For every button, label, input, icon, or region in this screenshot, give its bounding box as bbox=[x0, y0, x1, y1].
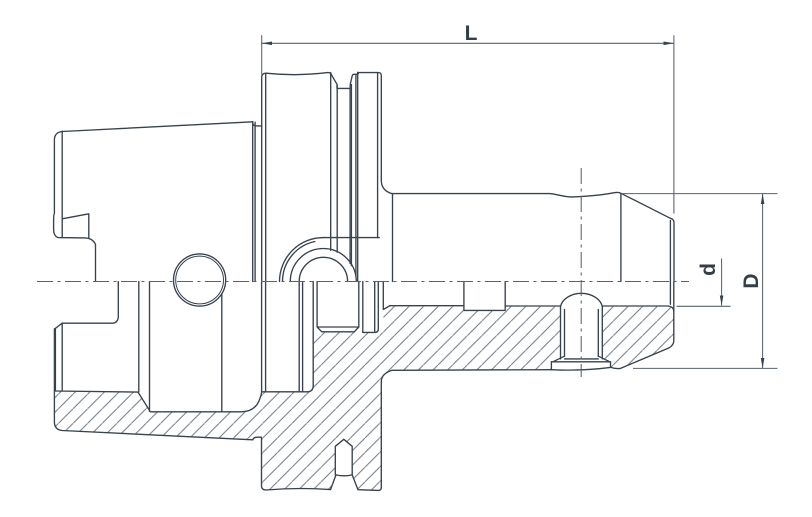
svg-text:L: L bbox=[465, 22, 478, 45]
svg-text:d: d bbox=[697, 263, 720, 276]
svg-text:D: D bbox=[740, 273, 763, 288]
